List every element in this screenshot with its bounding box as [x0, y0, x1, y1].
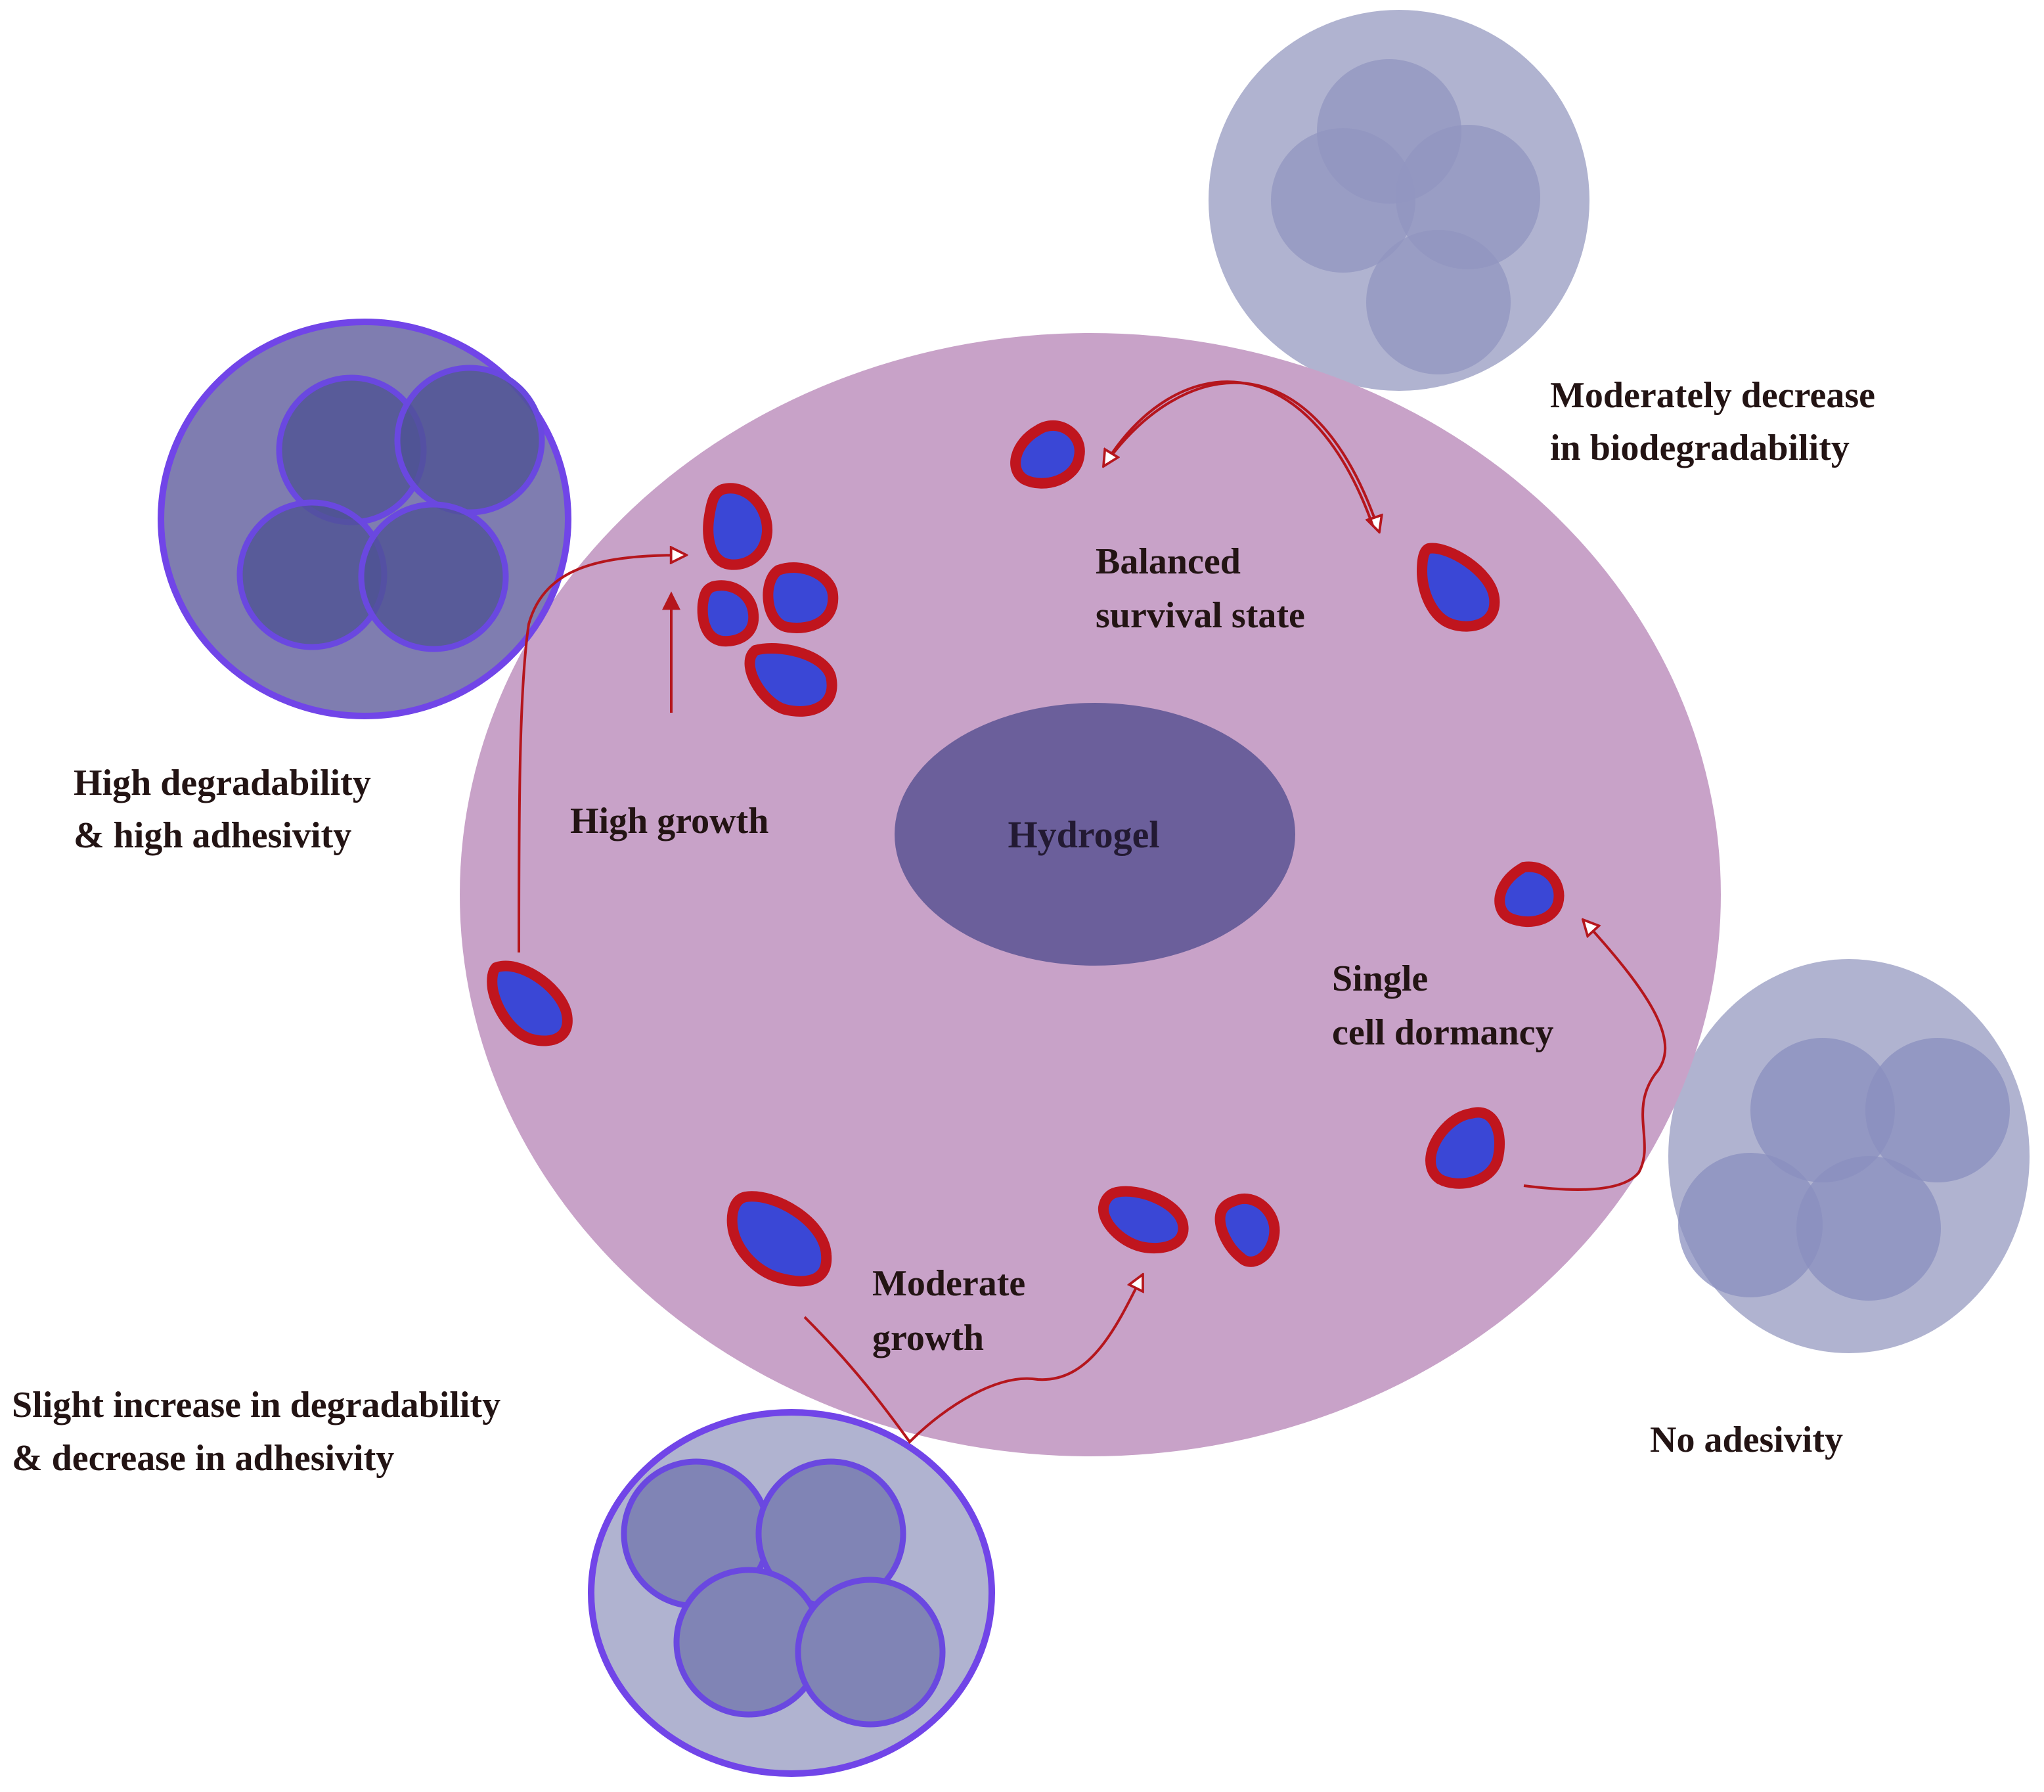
state-dormancy-line2: cell dormancy — [1332, 1012, 1553, 1053]
arrow-balanced-to-left — [1103, 380, 1374, 526]
condition-top-right-line2: in biodegradability — [1550, 428, 1850, 468]
hydrogel-core — [895, 703, 1295, 966]
condition-bottom-left-line2: & decrease in adhesivity — [12, 1438, 394, 1479]
arrows — [518, 380, 1667, 1445]
cluster-top-right — [1209, 10, 1589, 391]
arrow-to-moderate-growth — [803, 1274, 1143, 1445]
condition-bottom-left-line1: Slight increase in degradability — [12, 1385, 500, 1425]
cell — [1098, 1186, 1189, 1254]
cluster-bottom-left — [588, 1409, 995, 1777]
cell — [1214, 1193, 1280, 1267]
cells — [487, 420, 1565, 1287]
arrow-to-high-growth — [518, 555, 686, 953]
cluster-bottom-right — [1668, 959, 2030, 1353]
hydrogel-label: Hydrogel — [1008, 813, 1160, 856]
cell — [726, 1191, 832, 1287]
state-moderate-growth-line1: Moderate — [872, 1263, 1025, 1304]
arrow-to-dormancy — [1523, 920, 1667, 1191]
condition-bottom-right-label: No adesivity — [1650, 1420, 1843, 1460]
state-balanced-line1: Balanced — [1096, 541, 1241, 582]
cluster-top-left — [158, 319, 571, 719]
condition-top-left-line1: High degradability — [74, 763, 371, 803]
state-moderate-growth-line2: growth — [872, 1318, 984, 1358]
state-dormancy-line1: Single — [1332, 958, 1428, 999]
condition-top-right-line1: Moderately decrease — [1550, 375, 1875, 416]
state-high-growth-label: High growth — [570, 801, 768, 841]
cell — [763, 562, 839, 633]
cell — [487, 960, 573, 1046]
cell — [1416, 543, 1500, 632]
cell — [1425, 1107, 1505, 1189]
cell — [703, 483, 773, 570]
cell — [1010, 420, 1085, 489]
cell — [744, 643, 837, 717]
cell — [1494, 861, 1565, 928]
state-balanced-line2: survival state — [1096, 595, 1305, 636]
cell — [697, 580, 759, 647]
condition-top-left-line2: & high adhesivity — [74, 815, 351, 856]
